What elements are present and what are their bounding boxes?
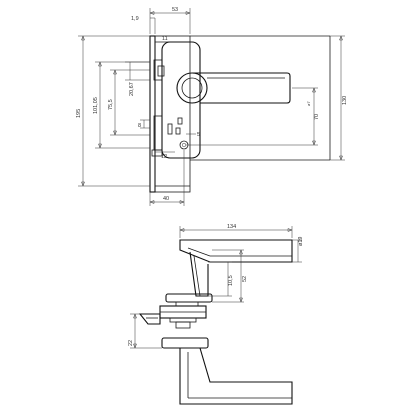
latch-side	[138, 313, 161, 325]
dim-134: 134	[179, 224, 293, 238]
label-10-5: 10,5	[228, 275, 234, 286]
label-phi19: ø19	[298, 237, 304, 246]
label-195: 195	[76, 109, 82, 118]
dim-40: 40	[149, 150, 185, 206]
outer-frame	[190, 35, 331, 161]
dim-10-5: 10,5	[208, 261, 234, 297]
dim-5: 5	[186, 132, 200, 138]
dim-70: 70 ø7	[186, 87, 320, 146]
front-view: 53 1,9 11 195 101,05	[76, 7, 348, 206]
label-134: 134	[227, 224, 236, 230]
back-plate	[161, 41, 201, 159]
label-52: 52	[242, 276, 248, 282]
dim-130: 130	[330, 35, 348, 161]
lever-handle-side-upper	[179, 239, 293, 297]
label-53: 53	[172, 7, 178, 13]
label-22: 22	[128, 340, 134, 346]
rose-spindle	[159, 293, 213, 349]
label-5: 5	[197, 132, 200, 138]
dim-12: 12	[155, 151, 175, 160]
label-12: 12	[161, 154, 167, 160]
label-1-9: 1,9	[131, 16, 139, 22]
label-phi: ø7	[306, 101, 311, 106]
dim-20-67: 20,67	[125, 61, 150, 96]
lever-handle-front	[176, 72, 291, 104]
side-view: 134 ø19 10,5 52	[128, 224, 304, 405]
dim-11: 11	[155, 35, 170, 42]
label-40: 40	[163, 196, 169, 202]
lever-handle-side-lower	[179, 347, 293, 405]
dim-8: 8	[138, 119, 150, 129]
label-11: 11	[162, 36, 168, 42]
dim-1-9: 1,9	[131, 16, 156, 34]
dim-22: 22	[128, 313, 162, 349]
label-101-05: 101,05	[93, 97, 99, 114]
dim-195: 195	[76, 35, 150, 187]
label-130: 130	[342, 96, 348, 105]
label-20-67: 20,67	[129, 82, 135, 96]
label-70: 70	[314, 114, 320, 120]
dim-52: 52	[212, 249, 248, 303]
label-75-5: 75,5	[108, 99, 114, 110]
dim-phi19: ø19	[292, 237, 304, 263]
dim-53: 53	[149, 7, 191, 34]
label-8: 8	[138, 123, 141, 129]
